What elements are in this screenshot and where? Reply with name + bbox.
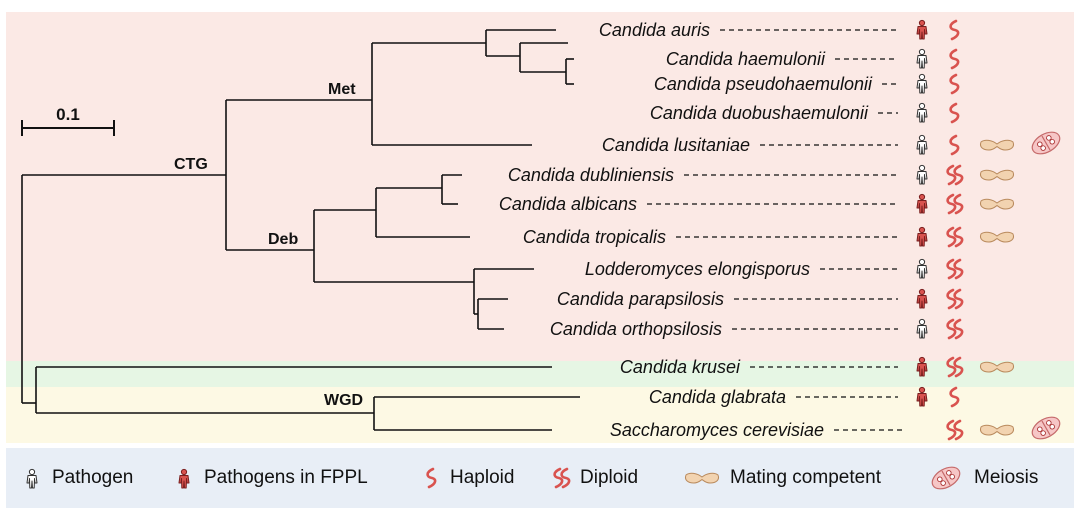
species-row: Candida duobushaemulonii bbox=[650, 102, 960, 124]
mating-icon bbox=[980, 169, 1014, 181]
wgd-background bbox=[6, 387, 1074, 443]
species-row: Candida haemulonii bbox=[666, 48, 960, 70]
species-row: Candida albicans bbox=[499, 193, 1014, 215]
clade-label-ctg: CTG bbox=[174, 156, 208, 173]
species-row: Candida tropicalis bbox=[523, 226, 1014, 248]
clade-label-wgd: WGD bbox=[324, 392, 363, 409]
pathogen-icon bbox=[20, 463, 44, 493]
haploid-icon bbox=[949, 386, 960, 408]
mating-icon bbox=[980, 361, 1014, 373]
species-name: Candida dubliniensis bbox=[508, 165, 674, 185]
species-row: Candida pseudohaemulonii bbox=[654, 73, 960, 95]
diploid-icon bbox=[946, 193, 964, 215]
pathogen-icon bbox=[916, 48, 928, 69]
species-name: Candida lusitaniae bbox=[602, 135, 750, 155]
mating-icon bbox=[980, 198, 1014, 210]
diploid-icon bbox=[946, 419, 964, 441]
diploid-icon bbox=[946, 226, 964, 248]
fppl-pathogen-icon bbox=[916, 288, 928, 309]
legend-item-diploid: Diploid bbox=[548, 448, 638, 508]
mating-icon bbox=[980, 139, 1014, 151]
pathogen-icon bbox=[916, 164, 928, 185]
haploid-icon bbox=[418, 463, 442, 493]
meiosis-icon bbox=[1031, 416, 1061, 440]
species-row: Candida lusitaniae bbox=[602, 131, 1061, 156]
fppl-pathogen-icon bbox=[172, 463, 196, 493]
haploid-icon bbox=[949, 19, 960, 41]
legend-label-diploid: Diploid bbox=[580, 467, 639, 488]
legend-label-haploid: Haploid bbox=[450, 467, 515, 488]
fppl-pathogen-icon bbox=[916, 386, 928, 407]
species-row: Candida auris bbox=[599, 19, 960, 41]
legend-label-meiosis: Meiosis bbox=[974, 467, 1039, 488]
species-row: Lodderomyces elongisporus bbox=[585, 258, 964, 280]
diploid-icon bbox=[946, 258, 964, 280]
legend-item-pathogen: Pathogen bbox=[20, 448, 133, 508]
pathogen-icon bbox=[916, 258, 928, 279]
species-name: Candida pseudohaemulonii bbox=[654, 74, 873, 94]
fppl-pathogen-icon bbox=[916, 19, 928, 40]
species-row: Saccharomyces cerevisiae bbox=[610, 416, 1061, 441]
species-row: Candida dubliniensis bbox=[508, 164, 1014, 186]
species-name: Candida tropicalis bbox=[523, 227, 666, 247]
species-name: Candida orthopsilosis bbox=[550, 319, 722, 339]
species-name: Saccharomyces cerevisiae bbox=[610, 420, 824, 440]
species-row: Candida glabrata bbox=[649, 386, 960, 408]
fppl-pathogen-icon bbox=[916, 226, 928, 247]
haploid-icon bbox=[949, 73, 960, 95]
clade-label-met: Met bbox=[328, 81, 356, 98]
legend: Pathogen Pathogens in FPPL Haploid Diplo… bbox=[6, 448, 1074, 508]
legend-item-haploid: Haploid bbox=[418, 448, 514, 508]
fppl-pathogen-icon bbox=[916, 356, 928, 377]
haploid-icon bbox=[949, 134, 960, 156]
meiosis-icon bbox=[1031, 131, 1061, 155]
clade-label-deb: Deb bbox=[268, 231, 298, 248]
mating-icon bbox=[980, 231, 1014, 243]
meiosis-icon bbox=[926, 463, 966, 493]
scale-bar-label: 0.1 bbox=[56, 105, 80, 124]
legend-item-fppl: Pathogens in FPPL bbox=[172, 448, 368, 508]
diploid-icon bbox=[946, 288, 964, 310]
diploid-icon bbox=[946, 318, 964, 340]
species-name: Candida duobushaemulonii bbox=[650, 103, 869, 123]
species-row: Candida parapsilosis bbox=[557, 288, 964, 310]
tree-branches bbox=[21, 29, 580, 431]
legend-label-fppl: Pathogens in FPPL bbox=[204, 467, 368, 488]
species-name: Candida auris bbox=[599, 20, 710, 40]
fppl-pathogen-icon bbox=[916, 193, 928, 214]
haploid-icon bbox=[949, 102, 960, 124]
phylogenetic-tree: 0.1 CTG Met Deb WGD Candida aurisCandida… bbox=[6, 12, 1074, 443]
species-row: Candida orthopsilosis bbox=[550, 318, 964, 340]
ctg-background bbox=[6, 12, 1074, 361]
pathogen-icon bbox=[916, 102, 928, 123]
diploid-icon bbox=[946, 164, 964, 186]
krusei-background bbox=[6, 361, 1074, 387]
diploid-icon bbox=[548, 463, 572, 493]
species-name: Candida krusei bbox=[620, 357, 741, 377]
scale-bar: 0.1 bbox=[21, 105, 115, 136]
mating-icon bbox=[980, 424, 1014, 436]
pathogen-icon bbox=[916, 73, 928, 94]
mating-icon bbox=[682, 463, 722, 493]
haploid-icon bbox=[949, 48, 960, 70]
species-name: Candida haemulonii bbox=[666, 49, 826, 69]
pathogen-icon bbox=[916, 134, 928, 155]
diploid-icon bbox=[946, 356, 964, 378]
species-name: Lodderomyces elongisporus bbox=[585, 259, 810, 279]
species-name: Candida glabrata bbox=[649, 387, 786, 407]
species-name: Candida parapsilosis bbox=[557, 289, 724, 309]
legend-label-pathogen: Pathogen bbox=[52, 467, 134, 488]
legend-label-mating: Mating competent bbox=[730, 467, 882, 488]
legend-item-mating: Mating competent bbox=[682, 448, 881, 508]
legend-item-meiosis: Meiosis bbox=[926, 448, 1038, 508]
species-row: Candida krusei bbox=[620, 356, 1014, 378]
species-name: Candida albicans bbox=[499, 194, 637, 214]
pathogen-icon bbox=[916, 318, 928, 339]
